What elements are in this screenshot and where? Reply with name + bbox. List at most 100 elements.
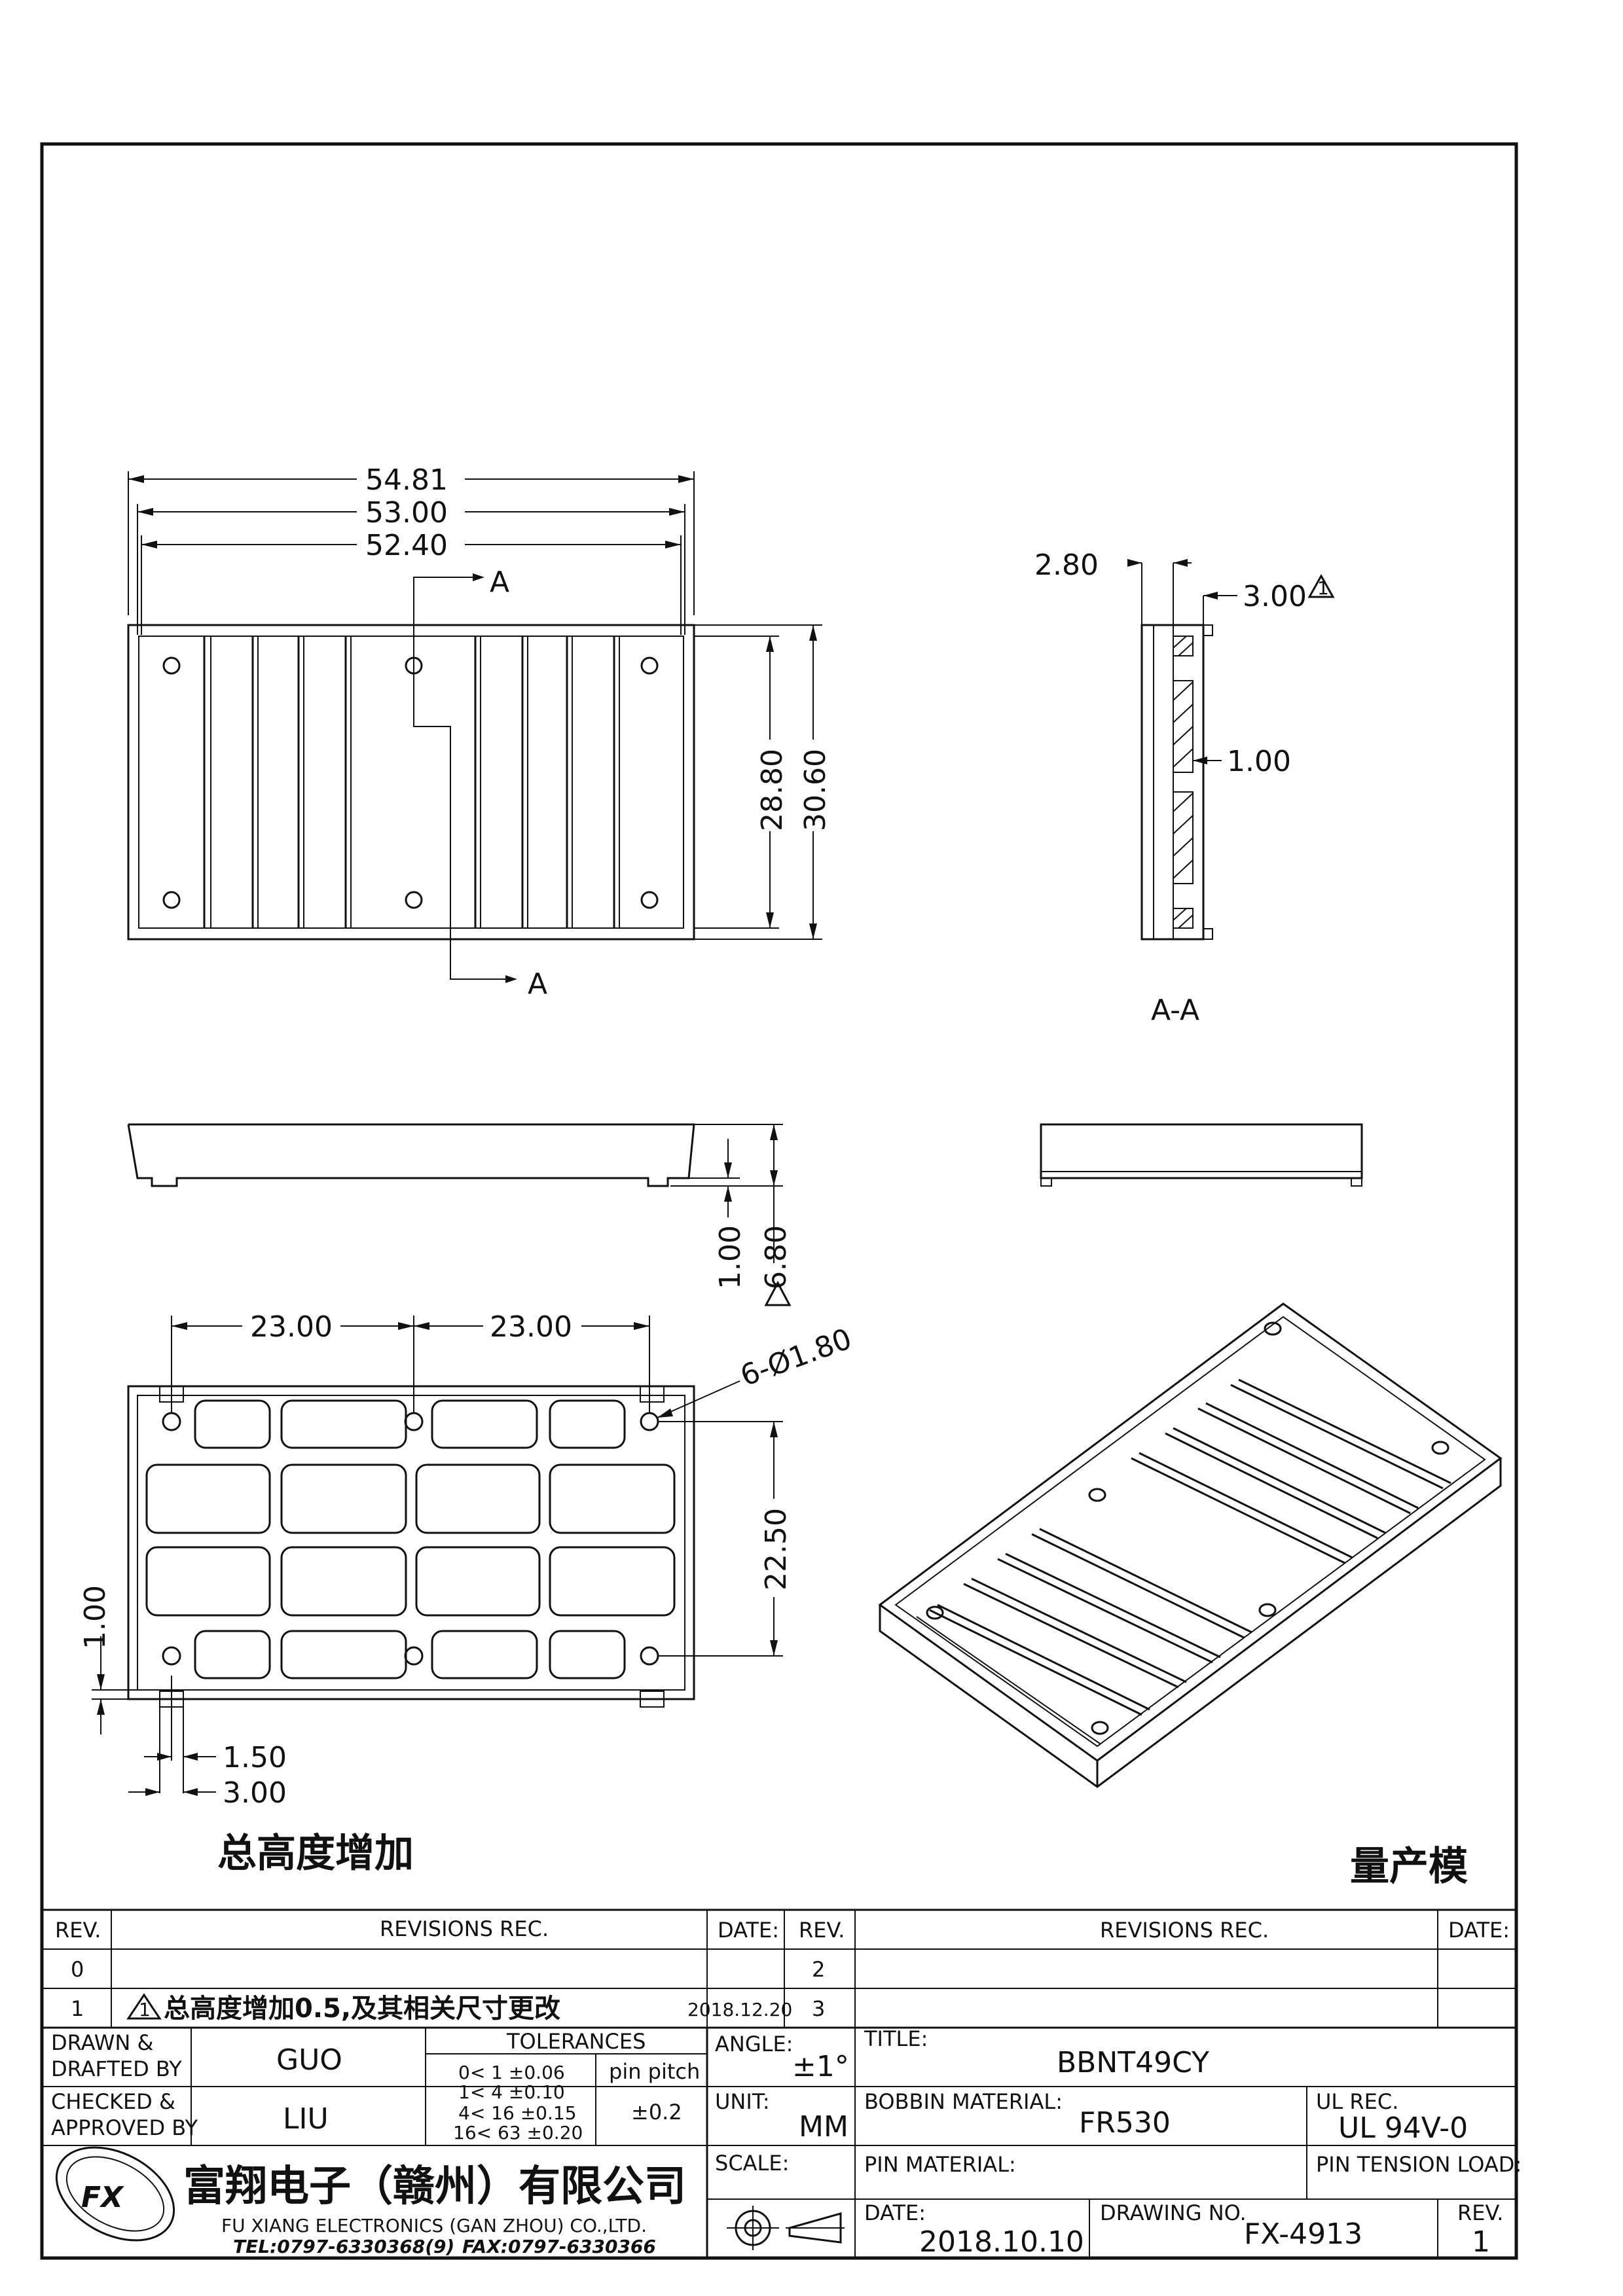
rev-header-left: REV. — [55, 1918, 101, 1943]
title-block: REV. REVISIONS REC. DATE: REV. REVISIONS… — [42, 1909, 1522, 2259]
tolerance-row: 16< 63 ±0.20 — [453, 2122, 583, 2144]
section-cut-line — [413, 577, 484, 980]
section-label-bottom: A — [528, 967, 547, 1001]
sheet-border — [40, 142, 1518, 2260]
front-hole — [162, 891, 181, 909]
bottom-hole — [640, 1646, 659, 1666]
end-view — [1040, 1123, 1363, 1187]
drawn-by: GUO — [276, 2043, 342, 2077]
projection-symbol — [727, 2206, 845, 2250]
svg-text:1: 1 — [1317, 577, 1329, 599]
bottom-hole — [162, 1646, 181, 1666]
pin-tension-label: PIN TENSION LOAD: — [1316, 2152, 1522, 2177]
dim-width-53: 53.00 — [365, 496, 448, 529]
front-hole — [405, 891, 423, 909]
pin-material-label: PIN MATERIAL: — [864, 2152, 1016, 2177]
front-hole — [162, 656, 181, 675]
bottom-hole — [404, 1646, 424, 1666]
rev-header-right: REV. — [799, 1918, 845, 1943]
isometric-view — [878, 1302, 1503, 1788]
dim-side-100: 1.00 — [714, 1225, 747, 1289]
tolerance-row: 0< 1 ±0.06 — [458, 2062, 565, 2083]
revision-triangle — [1307, 573, 1335, 598]
svg-text:FX: FX — [81, 2181, 124, 2214]
dim-side-680: 6.80 — [759, 1225, 793, 1289]
front-hole — [640, 656, 659, 675]
hole-callout: 6-Ø1.80 — [736, 1322, 856, 1393]
front-outline-inner — [138, 636, 684, 929]
dim-wall-300: 3.00 — [1243, 580, 1307, 613]
side-view: 1.00 6.80 — [127, 1123, 793, 1306]
dim-hole-rows: 22.50 — [759, 1508, 793, 1590]
rev-row-1-text: 总高度增加0.5,及其相关尺寸更改 — [164, 1994, 560, 2024]
approved-by: LIU — [283, 2102, 329, 2136]
company-logo: FX 富翔电子（赣州）有限公司 FU XIANG ELECTRONICS (GA… — [55, 2146, 686, 2257]
revision-triangle — [764, 1280, 792, 1306]
section-arrow — [473, 573, 484, 581]
front-hole — [640, 891, 659, 909]
dim-step-100: 1.00 — [1227, 745, 1291, 778]
bottom-hole — [404, 1412, 424, 1431]
approved-label: APPROVED BY — [51, 2115, 198, 2140]
date-label: DATE: — [864, 2200, 926, 2225]
drawn-label: DRAWN & — [51, 2030, 153, 2055]
svg-text:1: 1 — [139, 1999, 151, 2020]
bottom-hole — [640, 1412, 659, 1431]
rev-row-0: 0 — [71, 1957, 84, 1982]
note-mass-production: 量产模 — [1350, 1844, 1468, 1890]
unit-label: UNIT: — [715, 2089, 770, 2114]
section-hatch — [1173, 636, 1194, 929]
ul-rec-value: UL 94V-0 — [1338, 2111, 1468, 2145]
dim-hole-pitch-right: 23.00 — [490, 1310, 572, 1344]
scale-label: SCALE: — [715, 2151, 789, 2176]
rev-row-1-date: 2018.12.20 — [687, 1999, 792, 2020]
revisions-header-left: REVISIONS REC. — [380, 1916, 549, 1941]
company-name-en: FU XIANG ELECTRONICS (GAN ZHOU) CO.,LTD. — [221, 2215, 647, 2236]
section-view: 2.80 3.00 1 1.00 A-A — [1034, 548, 1335, 1027]
revision-triangle — [126, 1993, 162, 2020]
rev-row-2: 2 — [812, 1957, 825, 1982]
dim-bottom-left-100: 1.00 — [79, 1585, 112, 1649]
angle-label: ANGLE: — [715, 2032, 793, 2056]
dim-height-2880: 28.80 — [756, 749, 789, 831]
dim-slot-150: 1.50 — [223, 1741, 287, 1774]
bottom-outline — [127, 1385, 695, 1700]
drafted-label: DRAFTED BY — [51, 2056, 182, 2081]
rev-label: REV. — [1457, 2200, 1503, 2225]
section-label-top: A — [490, 565, 509, 599]
dim-slot-300: 3.00 — [223, 1776, 287, 1810]
tolerance-row: 4< 16 ±0.15 — [458, 2102, 577, 2124]
date-header-left: DATE: — [718, 1918, 779, 1943]
ul-rec-label: UL REC. — [1316, 2089, 1398, 2114]
date-value: 2018.10.10 — [919, 2225, 1084, 2259]
title-label: TITLE: — [864, 2026, 928, 2051]
section-view-label: A-A — [1151, 994, 1199, 1027]
front-outline-outer — [127, 624, 695, 941]
unit-value: MM — [799, 2110, 848, 2144]
dim-height-3060: 30.60 — [799, 749, 832, 831]
angle-value: ±1° — [792, 2050, 849, 2083]
side-outline — [127, 1123, 695, 1187]
company-fax: FAX:0797-6330366 — [462, 2236, 656, 2257]
company-tel: TEL:0797-6330368(9) — [233, 2236, 454, 2257]
dim-overall-width: 54.81 — [365, 463, 448, 497]
title-value: BBNT49CY — [1057, 2046, 1209, 2079]
rev-row-3: 3 — [812, 1996, 825, 2021]
front-view: A A 54.81 53.00 52.40 28.80 — [127, 463, 832, 1001]
bottom-view: 23.00 23.00 6-Ø1.80 22.50 1.00 1.50 — [79, 1310, 856, 1810]
checked-label: CHECKED & — [51, 2089, 175, 2114]
bobbin-material-label: BOBBIN MATERIAL: — [864, 2089, 1063, 2114]
tolerance-row: 1< 4 ±0.10 — [458, 2081, 565, 2103]
rev-value: 1 — [1472, 2225, 1490, 2259]
dim-hole-pitch-left: 23.00 — [250, 1310, 333, 1344]
drawing-no-value: FX-4913 — [1244, 2217, 1362, 2251]
company-name-cn: 富翔电子（赣州）有限公司 — [183, 2162, 686, 2211]
tolerances-label: TOLERANCES — [506, 2029, 646, 2054]
dim-width-5240: 52.40 — [365, 529, 448, 562]
pin-pitch-label: pin pitch — [609, 2059, 700, 2084]
bottom-hole — [162, 1412, 181, 1431]
revisions-header-right: REVISIONS REC. — [1100, 1918, 1269, 1943]
rev-row-1: 1 — [71, 1996, 84, 2021]
pin-pitch-value: ±0.2 — [631, 2100, 682, 2125]
